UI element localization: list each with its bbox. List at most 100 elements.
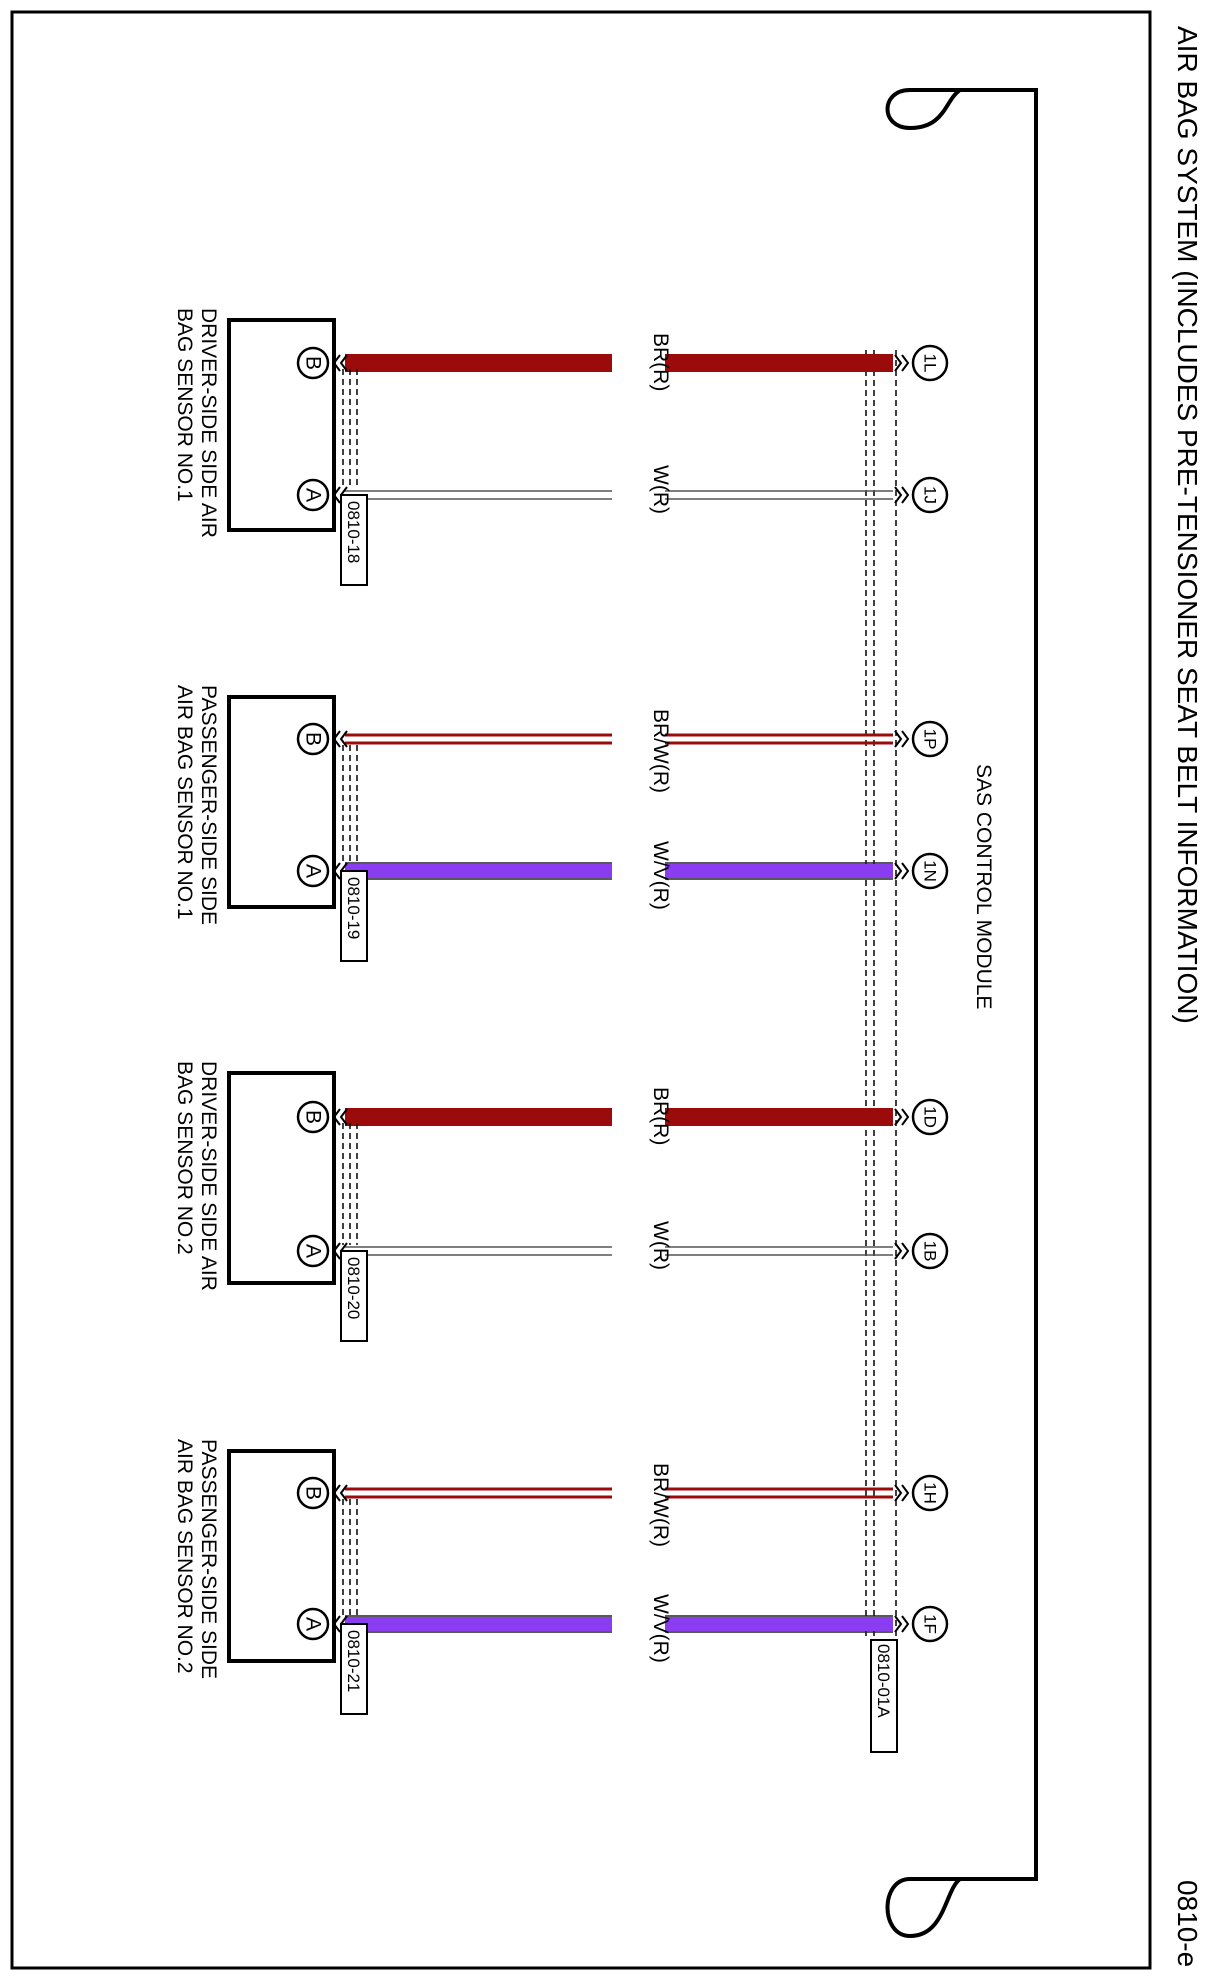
sensor-pin-label: B (302, 356, 325, 370)
sensor-pin-label: B (302, 1110, 325, 1124)
chevron-stroke (901, 1242, 910, 1260)
chevron-stroke (894, 486, 903, 504)
module-pin-label: 1H (921, 1482, 940, 1504)
wire-label: W/V(R) (649, 1594, 672, 1663)
chevron-stroke (901, 862, 910, 880)
module-pin-circle (911, 344, 949, 382)
chevron-stroke (901, 730, 910, 748)
sensor-pin-label: B (302, 732, 325, 746)
connector-chevron-icon (894, 354, 910, 372)
sensor-pin-label: A (302, 864, 325, 878)
wire: W/V(R) 1N (332, 841, 949, 910)
wire: BR/W(R) 1H (332, 1463, 949, 1547)
chevron-stroke (901, 1108, 910, 1126)
page-code: 0810-e (1172, 1880, 1203, 1967)
chevron-stroke (901, 1484, 910, 1502)
sensor-name-line2: AIR BAG SENSOR NO.2 (173, 1439, 196, 1674)
wire-label: W/V(R) (649, 841, 672, 910)
sensor-pin-label: B (302, 1486, 325, 1500)
sensor-connector-ref: 0810-19 (344, 877, 363, 939)
diagram-title: AIR BAG SYSTEM (INCLUDES PRE-TENSIONER S… (1172, 26, 1203, 1024)
chevron-stroke (901, 354, 910, 372)
sensor-pin-circle (296, 1607, 330, 1641)
connector-chevron-icon (894, 730, 910, 748)
chevron-stroke (894, 862, 903, 880)
sensor-connector-ref-box (340, 1250, 368, 1342)
wire: W(R) 1J (332, 465, 949, 514)
wire-label: BR(R) (649, 1087, 672, 1145)
sensor-pin-circle (296, 1476, 330, 1510)
chevron-stroke (339, 730, 348, 748)
sensor-pin-circle (296, 854, 330, 888)
wire-label: BR/W(R) (649, 1463, 672, 1547)
sensor-pin-circle (296, 346, 330, 380)
sensor-name-line1: DRIVER-SIDE SIDE AIR (197, 1061, 220, 1291)
sensor-pin-label: A (302, 488, 325, 502)
module-pin-label: 1D (921, 1106, 940, 1128)
connector-chevron-icon (894, 1242, 910, 1260)
wire-br-thick (345, 354, 612, 372)
sensor-pin-label: A (302, 1617, 325, 1631)
module-connector-ref-box (870, 1639, 898, 1753)
wire-violet (665, 1617, 893, 1631)
sensor-connector-ref: 0810-20 (344, 1257, 363, 1319)
sensor-connector-ref: 0810-18 (344, 501, 363, 563)
chevron-stroke (901, 486, 910, 504)
chevron-stroke (894, 1484, 903, 1502)
module-pin-circle (911, 1098, 949, 1136)
wire: BR(R) 1D (332, 1087, 949, 1145)
chevron-stroke (339, 354, 348, 372)
chevron-stroke (894, 1108, 903, 1126)
wire: W/V(R) 1F (332, 1594, 949, 1663)
chevron-stroke (339, 1108, 348, 1126)
chevron-stroke (894, 1615, 903, 1633)
wire-br-thick (345, 1108, 612, 1126)
wire: BR/W(R)1P (332, 709, 949, 793)
module-name: SAS CONTROL MODULE (972, 764, 995, 1009)
wire-label: W(R) (649, 465, 672, 514)
sensor-name-line2: AIR BAG SENSOR NO.1 (173, 685, 196, 920)
connector-chevron-icon (894, 1615, 910, 1633)
chevron-stroke (894, 1242, 903, 1260)
module-pin-label: 1N (921, 860, 940, 882)
sensor-name-line2: BAG SENSOR NO.2 (173, 1061, 196, 1255)
sensor-pin-circle (296, 722, 330, 756)
wire-violet (345, 864, 612, 878)
module-outline (885, 88, 1038, 1939)
wire-label: BR(R) (649, 333, 672, 391)
connector-chevron-icon (894, 486, 910, 504)
sensor-name-line1: PASSENGER-SIDE SIDE (197, 1439, 220, 1679)
sensor-name-line1: DRIVER-SIDE SIDE AIR (197, 308, 220, 538)
sensor-connector-ref-box (340, 494, 368, 586)
wire-violet (345, 1617, 612, 1631)
module-pin-circle (911, 852, 949, 890)
module-pin-label: 1F (921, 1614, 940, 1634)
module-pin-circle (911, 1474, 949, 1512)
wire-label: W(R) (649, 1221, 672, 1270)
page-frame (10, 10, 1152, 1970)
wires-layer: BR(R) 1L W(R) 1J BR/W(R)1P W/V(R) 1N BR(R) 1D W(R… (332, 333, 949, 1663)
sensor-pin-label: A (302, 1244, 325, 1258)
wire: W(R)1B (332, 1221, 949, 1270)
chevron-stroke (901, 1615, 910, 1633)
chevron-stroke (339, 1484, 348, 1502)
sensor-pin-circle (296, 1234, 330, 1268)
module-pin-label: 1L (921, 354, 940, 373)
chevron-stroke (894, 730, 903, 748)
module-connector-ref: 0810-01A (874, 1644, 893, 1718)
module-pin-circle (911, 1605, 949, 1643)
sensor-name-line1: PASSENGER-SIDE SIDE (197, 685, 220, 925)
wire-br-thick (665, 1108, 893, 1126)
module-pin-circle (911, 476, 949, 514)
wire-label: BR/W(R) (649, 709, 672, 793)
sas-control-module: SAS CONTROL MODULE 0810-01A (870, 88, 1038, 1939)
sensor-connector-ref-box (340, 870, 368, 962)
module-pin-label: 1J (921, 486, 940, 504)
sensor-connector-ref-box (340, 1623, 368, 1715)
connector-chevron-icon (894, 1108, 910, 1126)
